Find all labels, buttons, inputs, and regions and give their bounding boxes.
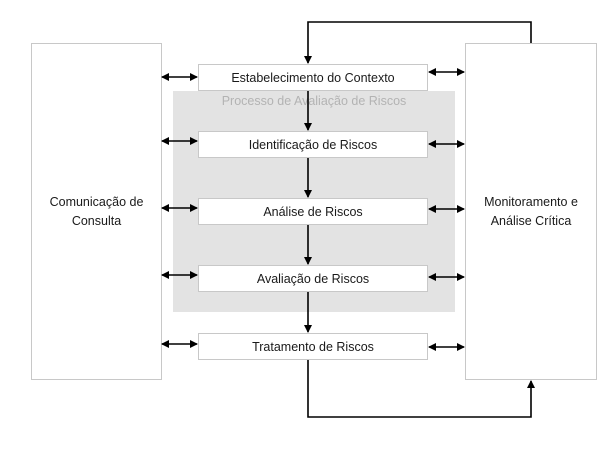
process-area-label: Processo de Avaliação de Riscos	[221, 94, 407, 108]
step-risk-evaluation: Avaliação de Riscos	[198, 265, 428, 292]
step-risk-treatment: Tratamento de Riscos	[198, 333, 428, 360]
feedback-loop-top	[304, 21, 532, 64]
communication-line-1: Comunicação de	[49, 194, 144, 209]
step-context-establishment: Estabelecimento do Contexto	[198, 64, 428, 91]
communication-consultation-box: Comunicação de Consulta	[31, 43, 162, 380]
monitoring-line-1: Monitoramento e	[484, 194, 578, 209]
feedback-loop-bottom	[307, 360, 535, 418]
monitoring-review-box: Monitoramento e Análise Crítica	[465, 43, 597, 380]
step-risk-identification: Identificação de Riscos	[198, 131, 428, 158]
communication-line-2: Consulta	[71, 213, 122, 228]
step-risk-analysis: Análise de Riscos	[198, 198, 428, 225]
monitoring-line-2: Análise Crítica	[490, 213, 572, 228]
